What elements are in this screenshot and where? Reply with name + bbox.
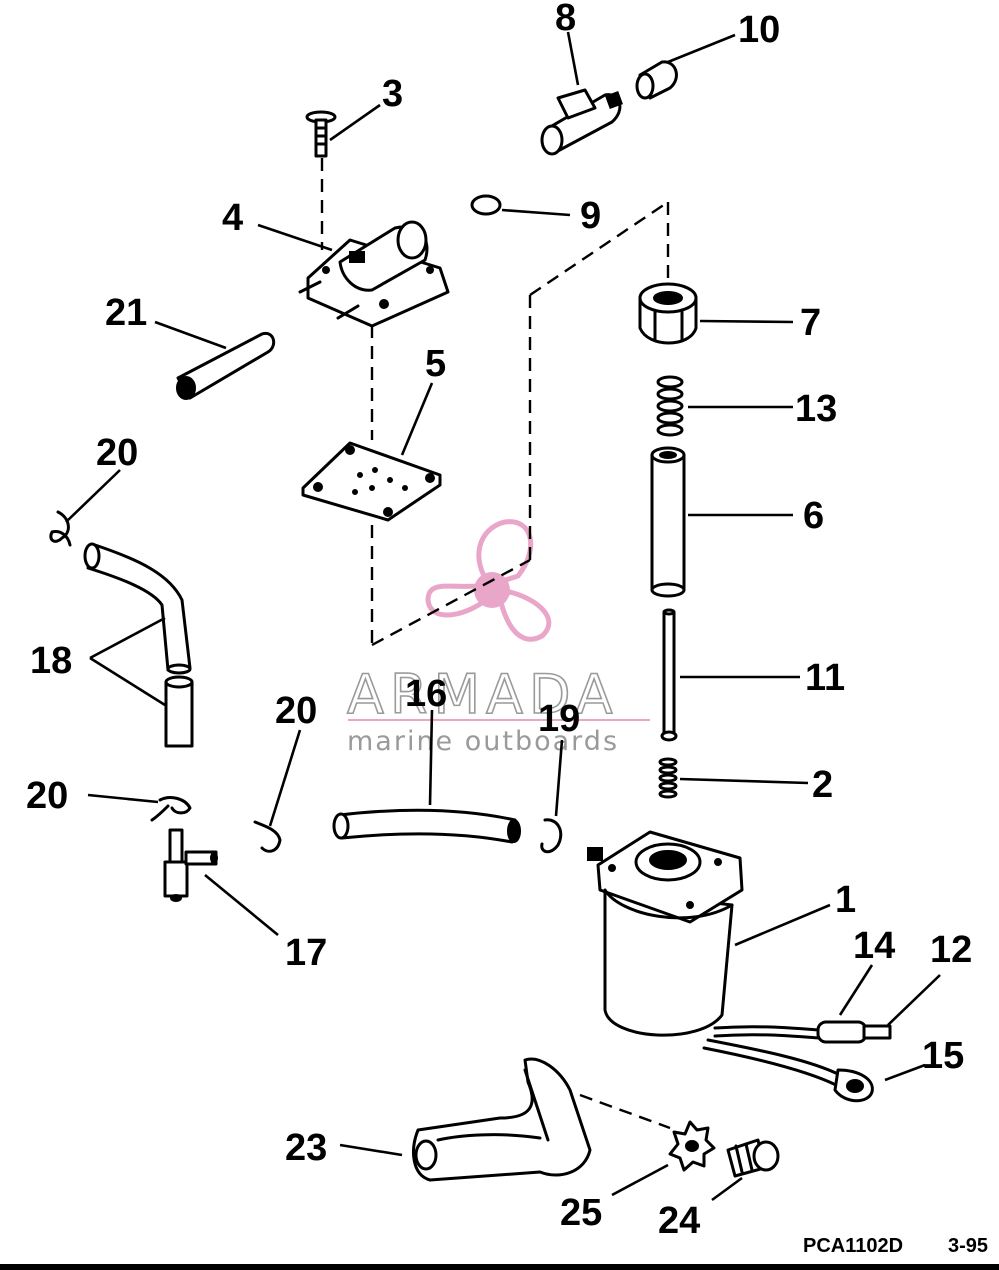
callout-5: 5 [425,343,446,385]
part-8-fitting [540,88,623,156]
part-16-hose [332,808,521,844]
callout-8: 8 [555,0,576,39]
part-20-clip-lower [150,796,192,822]
watermark-tagline: marine outboards [347,726,619,757]
part-17-tee [163,828,218,902]
callout-19: 19 [538,698,580,740]
callout-24: 24 [658,1200,700,1242]
callout-3: 3 [382,73,403,115]
callouts: 3 4 21 5 8 10 9 7 13 6 11 2 20 18 20 20 … [26,0,972,1242]
part-2-spring [658,757,678,799]
part-21-tube [176,331,276,400]
callout-16: 16 [405,673,447,715]
callout-9: 9 [580,195,601,237]
leader-lines [65,31,941,1202]
part-6-cylinder [650,446,686,598]
callout-20-left: 20 [26,775,68,817]
part-5-diaphragm [301,441,442,522]
part-25-star-washer [668,1120,716,1172]
callout-12: 12 [930,929,972,971]
callout-2: 2 [812,764,833,806]
callout-15: 15 [922,1035,964,1077]
callout-20-top: 20 [96,432,138,474]
callout-14: 14 [853,925,895,967]
callout-10: 10 [738,9,780,51]
watermark-brand: ARMADA [347,663,619,726]
drawing-code: PCA1102D [803,1235,903,1257]
part-4-pump-cover [298,220,450,328]
part-15-wire-ring [702,1038,874,1103]
part-18-hoses [83,542,194,748]
part-24-screw [726,1138,780,1178]
bottom-rule [0,1264,999,1270]
part-11-rod [660,608,678,742]
callout-4: 4 [222,197,243,239]
callout-23: 23 [285,1127,327,1169]
part-23-bracket [412,1057,592,1182]
callout-17: 17 [285,932,327,974]
part-20-clip-center [253,820,282,853]
assembly-guides [320,158,671,1130]
callout-18: 18 [30,640,72,682]
callout-6: 6 [803,495,824,537]
part-13-spring [656,375,684,437]
callout-11: 11 [805,657,845,699]
part-10-sleeve [635,60,678,100]
part-20-clip-upper [49,510,72,547]
callout-1: 1 [835,879,856,921]
callout-25: 25 [560,1192,602,1234]
part-19-clip [540,818,563,854]
revision-code: 3-95 [948,1235,988,1257]
callout-21: 21 [105,292,147,334]
callout-13: 13 [795,388,837,430]
part-9-o-ring [470,194,502,216]
callout-7: 7 [800,302,821,344]
part-7-nut [638,282,698,345]
part-1-pump-body [587,830,744,1037]
part-14-12-wire [713,1020,892,1044]
callout-20-center: 20 [275,690,317,732]
part-3-screw [305,110,337,158]
armada-logo-icon [425,519,552,642]
